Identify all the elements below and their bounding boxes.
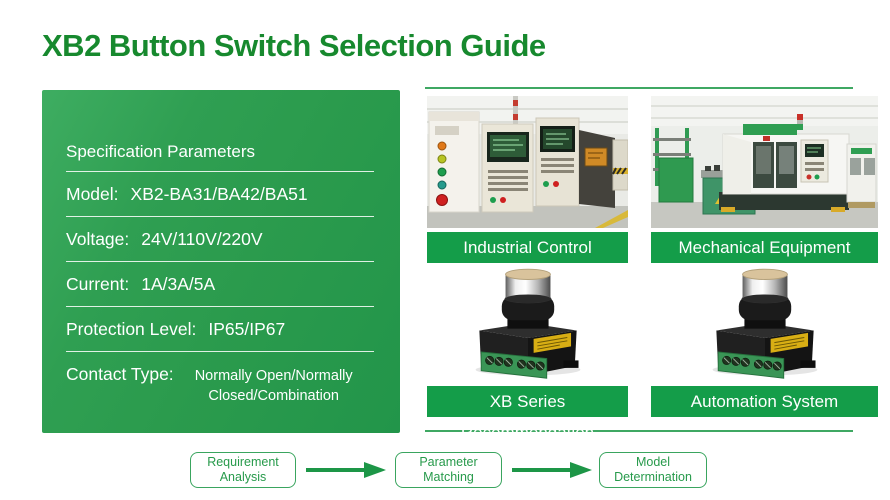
flow-step-line1: Model <box>635 455 671 469</box>
caption-xb-series: XB Series Recommendation <box>427 386 628 442</box>
flow-step-line1: Parameter <box>419 455 478 469</box>
spec-value-model: XB2-BA31/BA42/BA51 <box>130 184 308 204</box>
spec-value-voltage: 24V/110V/220V <box>141 229 263 249</box>
flow-step-line2: Matching <box>423 470 474 484</box>
mechanical-equipment-photo <box>651 96 878 228</box>
cnc-machine-illustration <box>651 96 878 228</box>
page-title: XB2 Button Switch Selection Guide <box>42 28 546 63</box>
flow-step-line2: Analysis <box>219 470 267 484</box>
flow-step-parameter-matching: Parameter Matching <box>395 452 502 488</box>
flow-step-requirement-analysis: Requirement Analysis <box>190 452 296 488</box>
spec-row-current: Current: 1A/3A/5A <box>66 262 374 307</box>
caption-automation-system: Automation System <box>651 386 878 417</box>
industrial-control-photo <box>427 96 628 228</box>
push-button-switch-illustration <box>474 268 581 379</box>
flow-step-model-determination: Model Determination <box>599 452 707 488</box>
spec-row-voltage: Voltage: 24V/110V/220V <box>66 217 374 262</box>
spec-value-protection: IP65/IP67 <box>208 319 286 339</box>
caption-mechanical-equipment: Mechanical Equipment <box>651 232 878 263</box>
spec-label-protection: Protection Level: <box>66 319 197 339</box>
flow-step-line1: Requirement <box>207 455 279 469</box>
flow-arrow-icon <box>512 462 592 478</box>
spec-label-voltage: Voltage: <box>66 229 130 249</box>
gallery-bottom-rule <box>425 430 853 432</box>
spec-row-model: Model: XB2-BA31/BA42/BA51 <box>66 172 374 217</box>
spec-heading: Specification Parameters <box>66 142 374 172</box>
spec-label-contact: Contact Type: <box>66 364 174 384</box>
xb-series-product-photo <box>427 264 628 382</box>
caption-industrial-control: Industrial Control <box>427 232 628 263</box>
spec-row-protection: Protection Level: IP65/IP67 <box>66 307 374 352</box>
spec-value-contact: Normally Open/Normally Closed/Combinatio… <box>194 368 353 405</box>
specification-panel: Specification Parameters Model: XB2-BA31… <box>42 90 400 433</box>
specification-panel-inner: Specification Parameters Model: XB2-BA31… <box>42 142 400 418</box>
automation-product-photo <box>651 264 878 382</box>
cnc-control-room-illustration <box>427 96 628 228</box>
gallery-top-rule <box>425 87 853 89</box>
spec-value-current: 1A/3A/5A <box>141 274 216 294</box>
flow-step-line2: Determination <box>614 470 692 484</box>
spec-label-model: Model: <box>66 184 119 204</box>
flow-arrow-icon <box>306 462 386 478</box>
spec-row-contact: Contact Type: Normally Open/Normally Clo… <box>66 352 374 418</box>
push-button-switch-illustration <box>711 268 818 379</box>
spec-label-current: Current: <box>66 274 130 294</box>
